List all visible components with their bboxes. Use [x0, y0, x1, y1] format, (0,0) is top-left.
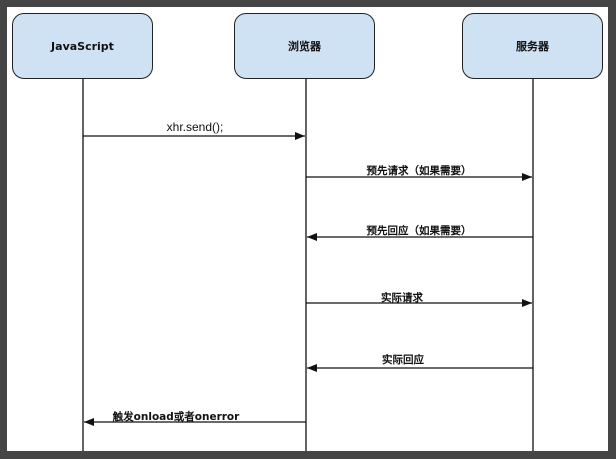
message-label-actual-response: 实际回应	[382, 354, 424, 366]
sequence-lines	[82, 79, 534, 451]
actor-browser: 浏览器	[234, 13, 375, 79]
message-label-xhr-send: xhr.send();	[166, 120, 224, 134]
actor-label: JavaScript	[51, 39, 114, 53]
diagram-canvas: JavaScript 浏览器 服务器 xhr.send(); 预先请求（如果需要…	[7, 7, 608, 451]
message-label-trigger-onload: 触发onload或者onerror	[112, 411, 240, 423]
message-label-preflight-request: 预先请求（如果需要）	[366, 165, 472, 177]
actor-label: 浏览器	[288, 40, 321, 53]
message-label-actual-request: 实际请求	[381, 292, 423, 304]
actor-javascript: JavaScript	[12, 13, 153, 79]
actor-server: 服务器	[462, 13, 603, 79]
actor-label: 服务器	[516, 40, 549, 53]
message-label-preflight-response: 预先回应（如果需要）	[366, 225, 472, 237]
